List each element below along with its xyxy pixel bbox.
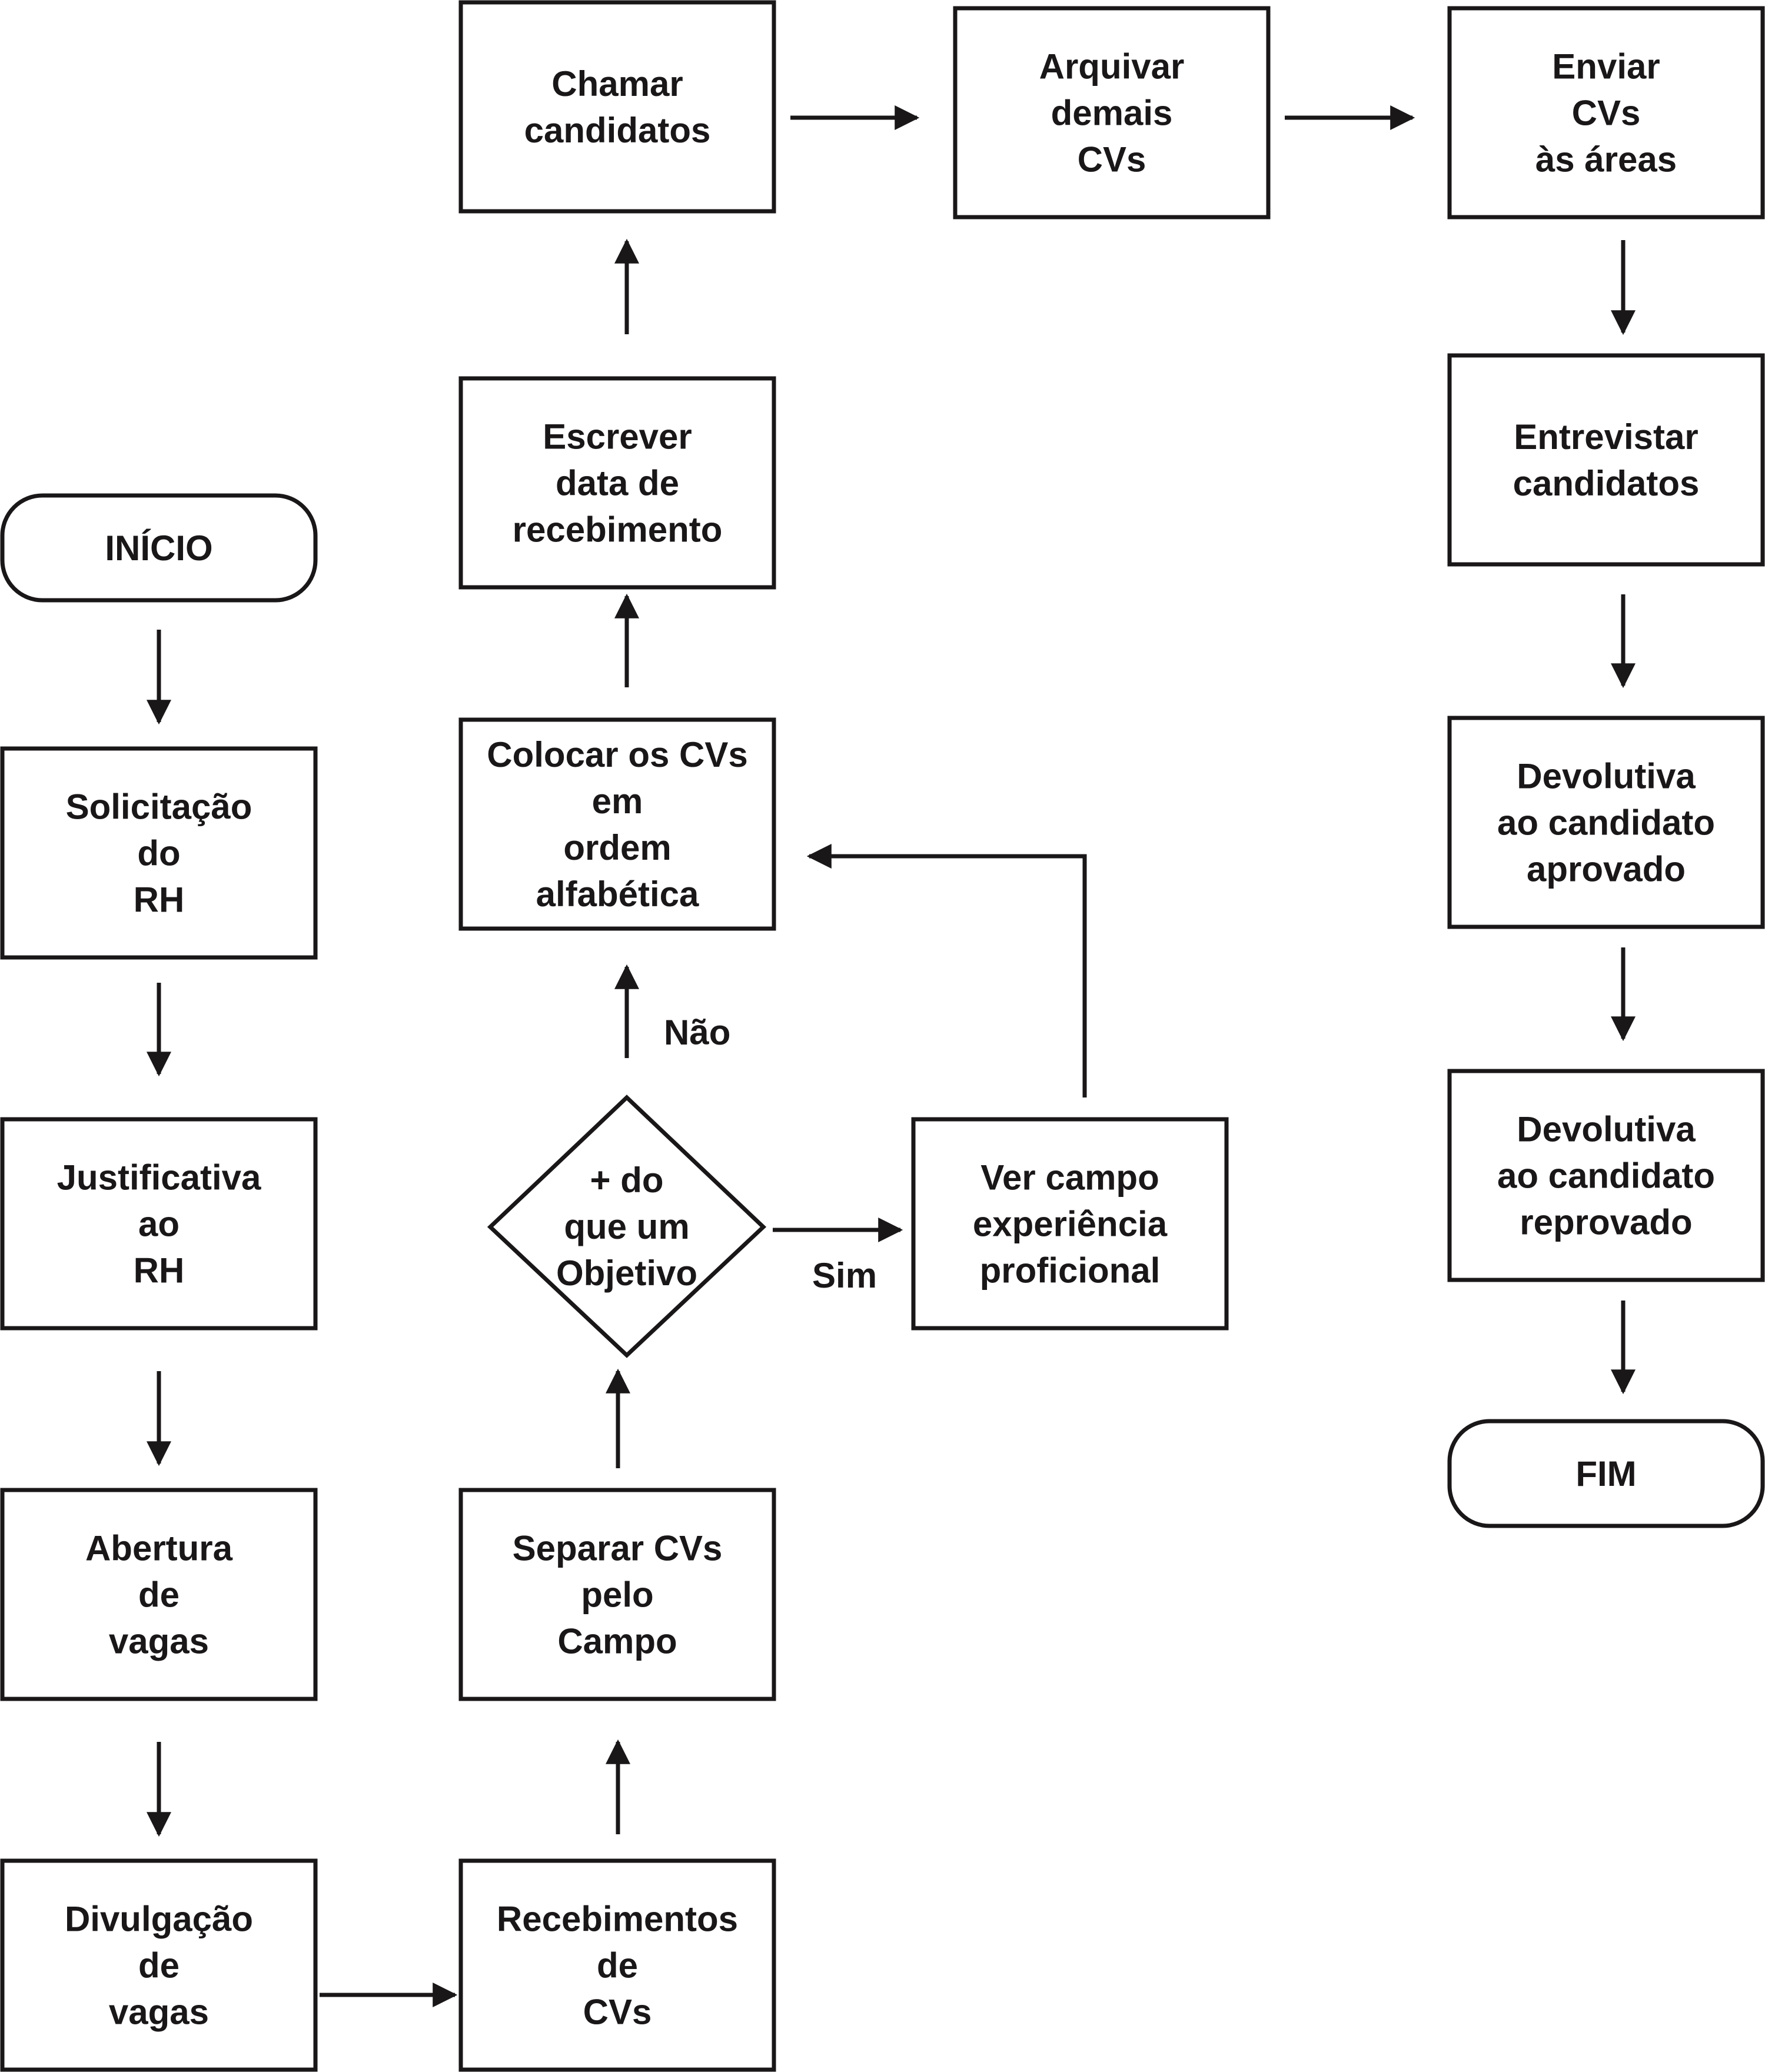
dev-reprovado-node: Devolutiva ao candidato reprovado: [1447, 1069, 1765, 1282]
inicio-label: INÍCIO: [105, 528, 212, 568]
ver-campo-label-line: experiência: [973, 1205, 1168, 1244]
colocar-node: Colocar os CVs em ordem alfabética: [458, 717, 776, 931]
solicitacao-label-line: Solicitação: [66, 787, 252, 827]
abertura-label-line: Abertura: [85, 1529, 233, 1568]
decisao-label: + do que um Objetivo: [556, 1160, 697, 1293]
arquivar-label-line: demais: [1051, 94, 1173, 133]
dev-aprovado-label-line: ao candidato: [1497, 803, 1715, 843]
entrevistar-label-line: Entrevistar: [1514, 417, 1698, 457]
separar-label-line: Campo: [557, 1622, 677, 1661]
recebimentos-label-line: Recebimentos: [497, 1900, 738, 1939]
entrevistar-node: Entrevistar candidatos: [1447, 353, 1765, 567]
fim-label-line: FIM: [1575, 1454, 1636, 1494]
ver-campo-label-line: proficional: [980, 1251, 1161, 1291]
arrow-ver-campo-to-colocar: [806, 844, 1087, 1097]
abertura-label-line: vagas: [109, 1622, 209, 1661]
inicio-node: INÍCIO: [0, 493, 318, 603]
edge-label-sim: Sim: [812, 1256, 877, 1295]
colocar-label-line: alfabética: [536, 874, 699, 914]
fim-label: FIM: [1575, 1454, 1636, 1494]
enviar-label-line: às áreas: [1535, 140, 1677, 179]
escrever-label-line: recebimento: [513, 510, 723, 550]
dev-reprovado-label: Devolutiva ao candidato reprovado: [1497, 1110, 1715, 1242]
arquivar-label-line: Arquivar: [1039, 47, 1185, 87]
dev-aprovado-label-line: aprovado: [1527, 850, 1686, 889]
decisao-label-line: Objetivo: [556, 1253, 697, 1293]
colocar-label-line: em: [592, 781, 643, 821]
abertura-label: Abertura de vagas: [85, 1529, 233, 1661]
ver-campo-label: Ver campo experiência proficional: [973, 1158, 1168, 1291]
dev-reprovado-label-line: Devolutiva: [1517, 1110, 1696, 1149]
enviar-label-line: CVs: [1572, 94, 1641, 133]
entrevistar-label: Entrevistar candidatos: [1513, 417, 1700, 503]
abertura-node: Abertura de vagas: [0, 1488, 318, 1701]
chamar-label: Chamar candidatos: [524, 64, 711, 150]
escrever-label: Escrever data de recebimento: [513, 417, 723, 550]
dev-aprovado-label-line: Devolutiva: [1517, 757, 1696, 796]
chamar-node: Chamar candidatos: [458, 0, 776, 214]
recebimentos-label-line: de: [597, 1946, 638, 1985]
chamar-label-line: Chamar: [551, 64, 683, 104]
separar-label-line: pelo: [581, 1575, 653, 1615]
colocar-label: Colocar os CVs em ordem alfabética: [487, 735, 747, 914]
dev-reprovado-label-line: reprovado: [1520, 1203, 1692, 1242]
decisao-label-line: + do: [590, 1160, 663, 1200]
divulgacao-label-line: de: [138, 1946, 180, 1985]
solicitacao-label-line: do: [137, 834, 180, 873]
justificativa-label-line: RH: [134, 1251, 185, 1291]
ver-campo-node: Ver campo experiência proficional: [911, 1117, 1229, 1331]
fim-node: FIM: [1447, 1419, 1765, 1528]
decisao-node: + do que um Objetivo: [487, 1095, 767, 1358]
chamar-label-line: candidatos: [524, 111, 711, 150]
divulgacao-label: Divulgação de vagas: [65, 1900, 253, 2032]
entrevistar-label-line: candidatos: [1513, 464, 1700, 503]
edge-label-nao: Não: [664, 1013, 730, 1052]
escrever-label-line: data de: [556, 464, 679, 503]
dev-aprovado-label: Devolutiva ao candidato aprovado: [1497, 757, 1715, 889]
escrever-node: Escrever data de recebimento: [458, 376, 776, 590]
divulgacao-label-line: vagas: [109, 1993, 209, 2032]
escrever-label-line: Escrever: [543, 417, 692, 457]
recebimentos-label-line: CVs: [583, 1993, 652, 2032]
arquivar-label-line: CVs: [1078, 140, 1146, 179]
divulgacao-node: Divulgação de vagas: [0, 1858, 318, 2072]
inicio-label-line: INÍCIO: [105, 528, 212, 568]
justificativa-label-line: ao: [138, 1205, 180, 1244]
abertura-label-line: de: [138, 1575, 180, 1615]
solicitacao-label-line: RH: [134, 880, 185, 920]
colocar-label-line: Colocar os CVs: [487, 735, 747, 774]
divulgacao-label-line: Divulgação: [65, 1900, 253, 1939]
ver-campo-label-line: Ver campo: [980, 1158, 1159, 1198]
enviar-label-line: Enviar: [1552, 47, 1660, 87]
decisao-label-line: que um: [564, 1207, 689, 1246]
dev-reprovado-label-line: ao candidato: [1497, 1156, 1715, 1196]
dev-aprovado-node: Devolutiva ao candidato aprovado: [1447, 716, 1765, 929]
justificativa-label-line: Justificativa: [57, 1158, 261, 1198]
colocar-label-line: ordem: [563, 828, 671, 867]
separar-label-line: Separar CVs: [513, 1529, 723, 1568]
